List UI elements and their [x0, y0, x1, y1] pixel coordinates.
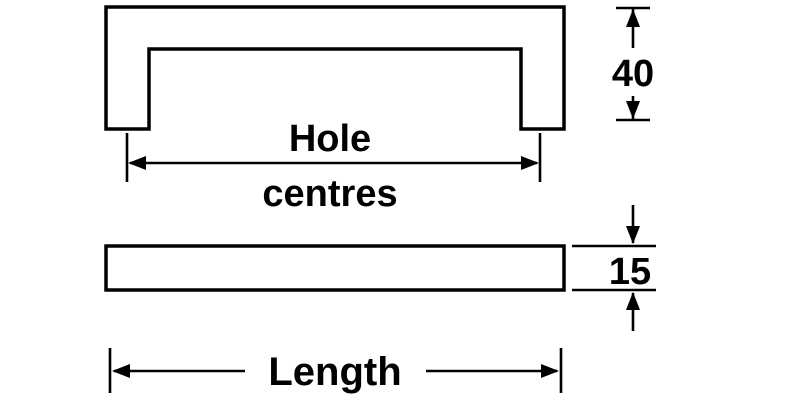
height-dimension-value: 40: [612, 53, 654, 95]
height-arrowhead-up-icon: [626, 9, 640, 27]
handle-side-view-outline: [104, 244, 566, 292]
height-arrowhead-down-icon: [626, 101, 640, 119]
length-arrowhead-left-icon: [112, 364, 130, 378]
thickness-arrowhead-down-icon: [626, 226, 640, 244]
hole-centres-arrowhead-right-icon: [521, 156, 539, 170]
thickness-dimension-value: 15: [609, 251, 651, 293]
hole-centres-label-line2: centres: [262, 173, 397, 215]
handle-front-view-outline: [104, 5, 566, 131]
length-dimension-label: Length: [268, 350, 401, 394]
hole-centres-arrowhead-left-icon: [128, 156, 146, 170]
length-arrowhead-right-icon: [541, 364, 559, 378]
hole-centres-label-line1: Hole: [289, 118, 371, 160]
thickness-arrowhead-up-icon: [626, 292, 640, 310]
